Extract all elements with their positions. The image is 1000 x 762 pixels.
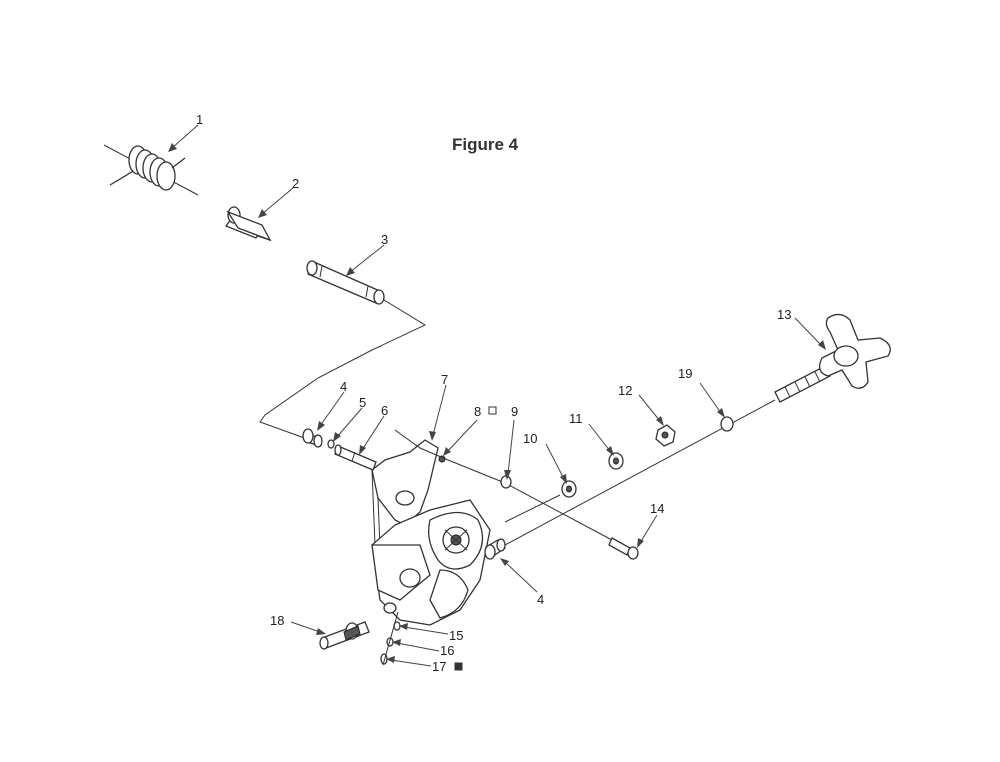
part-3-pin: [306, 260, 385, 305]
callout-13: 13: [777, 307, 791, 322]
part-1-torsion-spring: [103, 144, 199, 196]
part-7-lever-bracket: [371, 439, 439, 549]
callout-3: 3: [381, 232, 388, 247]
part-10-washer: [561, 480, 577, 498]
callout-7: 7: [441, 372, 448, 387]
part-14-screw: [608, 537, 639, 560]
part-18-pin: [319, 621, 370, 650]
part-4-sleeve-right: [484, 538, 506, 560]
callout-10: 10: [523, 431, 537, 446]
callout-2: 2: [292, 176, 299, 191]
callout-8-hollow-square-marker: [488, 406, 497, 415]
centerline-pin: [259, 299, 427, 441]
callout-19: 19: [678, 366, 692, 381]
part-12-nut: [655, 424, 676, 447]
callout-18: 18: [270, 613, 284, 628]
centerline-screw: [394, 429, 613, 541]
centerline-detent: [382, 611, 399, 666]
centerline-washer: [504, 494, 561, 523]
part-9-washer: [500, 475, 512, 489]
callout-17: 17: [432, 659, 446, 674]
part-6-shaft: [334, 444, 377, 471]
housing-body: [371, 499, 491, 626]
callout-6: 6: [381, 403, 388, 418]
callout-11: 11: [569, 411, 583, 426]
callout-8: 8: [474, 404, 481, 419]
centerline-knob-axis: [504, 399, 776, 546]
callout-5: 5: [359, 395, 366, 410]
callout-12: 12: [618, 383, 632, 398]
part-5-washer: [327, 439, 335, 449]
callout-1: 1: [196, 112, 203, 127]
part-4-sleeve-left: [302, 428, 323, 448]
part-2-bushing: [224, 206, 272, 242]
part-19-washer: [720, 416, 734, 432]
figure-title: Figure 4: [452, 135, 519, 154]
callout-14: 14: [650, 501, 664, 516]
callout-15: 15: [449, 628, 463, 643]
callout-4-left: 4: [340, 379, 347, 394]
callout-4-right: 4: [537, 592, 544, 607]
callout-17-filled-square-marker: [454, 662, 463, 671]
part-11-washer: [608, 452, 624, 470]
part-13-star-knob: [774, 313, 891, 403]
callout-9: 9: [511, 404, 518, 419]
callout-16: 16: [440, 643, 454, 658]
